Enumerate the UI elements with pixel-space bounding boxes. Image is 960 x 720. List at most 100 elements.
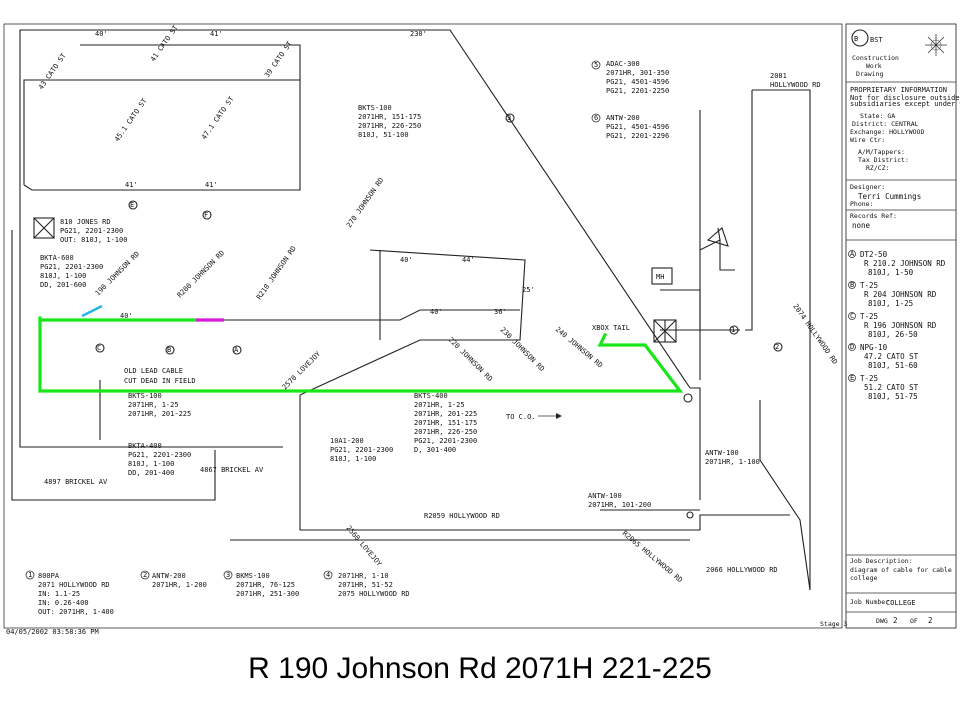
- svg-text:C: C: [97, 344, 101, 352]
- to-co-arrow: TO C.O.: [506, 413, 562, 421]
- svg-text:B: B: [167, 346, 171, 354]
- svg-text:2071HR, 151-175: 2071HR, 151-175: [414, 419, 477, 427]
- svg-text:Not for disclosure outside Bel: Not for disclosure outside BellSouth or …: [850, 94, 960, 102]
- svg-text:OUT: 810J, 1-100: OUT: 810J, 1-100: [60, 236, 127, 244]
- svg-text:BKTA-600: BKTA-600: [40, 254, 74, 262]
- svg-text:2: 2: [928, 616, 933, 625]
- svg-text:810J, 1-100: 810J, 1-100: [128, 460, 174, 468]
- obst-logo-icon: B BST: [851, 29, 883, 47]
- svg-text:40': 40': [430, 308, 443, 316]
- svg-text:PG21, 4501-4596: PG21, 4501-4596: [606, 123, 669, 131]
- cyan-segment: [81, 304, 103, 318]
- drawing-border: [3, 23, 843, 629]
- svg-text:none: none: [852, 221, 871, 230]
- svg-text:810J, 51-60: 810J, 51-60: [868, 361, 918, 370]
- label-antw100b: ANTW-100 2071HR, 101-200: [588, 492, 651, 509]
- svg-text:OF: OF: [910, 617, 918, 625]
- legend-right-c: C T-25 R 196 JOHNSON RD 810J, 26-50: [848, 312, 937, 339]
- svg-text:Drawing: Drawing: [856, 70, 883, 78]
- svg-text:BKTS-100: BKTS-100: [128, 392, 162, 400]
- svg-text:Stage 3: Stage 3: [820, 620, 847, 628]
- svg-text:1: 1: [731, 326, 735, 334]
- svg-text:ANTW-100: ANTW-100: [705, 449, 739, 457]
- svg-text:2071HR, 201-225: 2071HR, 201-225: [414, 410, 477, 418]
- svg-text:25': 25': [522, 286, 535, 294]
- svg-text:PG21, 4501-4596: PG21, 4501-4596: [606, 78, 669, 86]
- label-r2059: R2059 HOLLYWOOD RD: [424, 512, 500, 520]
- svg-text:BKTA-400: BKTA-400: [128, 442, 162, 450]
- svg-text:PG21, 2201-2300: PG21, 2201-2300: [128, 451, 191, 459]
- svg-text:47.1 CATO ST: 47.1 CATO ST: [200, 94, 236, 141]
- label-bkts400: BKTS-400 2071HR, 1-25 2071HR, 201-225 20…: [414, 392, 477, 454]
- svg-text:Designer:: Designer:: [850, 183, 885, 191]
- svg-text:C: C: [850, 312, 854, 320]
- svg-text:41 CATO ST: 41 CATO ST: [149, 23, 180, 63]
- svg-text:R200 JOHNSON RD: R200 JOHNSON RD: [176, 249, 226, 299]
- legend-right-e: E T-25 51.2 CATO ST 810J, 51-75: [848, 374, 919, 401]
- svg-text:BKTS-100: BKTS-100: [358, 104, 392, 112]
- svg-text:PG21, 2201-2300: PG21, 2201-2300: [330, 446, 393, 454]
- manhole-icon: MH: [651, 227, 729, 285]
- label-ioai: 10A1-200 PG21, 2201-2300 810J, 1-100: [330, 437, 393, 463]
- svg-text:DT2-50: DT2-50: [860, 250, 888, 259]
- svg-text:T-25: T-25: [860, 374, 878, 383]
- svg-text:810J, 51-75: 810J, 51-75: [868, 392, 918, 401]
- svg-text:44': 44': [462, 256, 475, 264]
- svg-text:Exchange: HOLLYWOOD: Exchange: HOLLYWOOD: [850, 128, 924, 136]
- svg-text:PG21, 2201-2296: PG21, 2201-2296: [606, 132, 669, 140]
- svg-text:36': 36': [494, 308, 507, 316]
- svg-text:D: D: [850, 343, 854, 351]
- svg-text:DD, 201-400: DD, 201-400: [128, 469, 174, 477]
- svg-text:240 JOHNSON RD: 240 JOHNSON RD: [554, 325, 604, 369]
- cable-lines: [11, 29, 811, 591]
- svg-text:2071HR, 1-25: 2071HR, 1-25: [414, 401, 465, 409]
- svg-text:2: 2: [893, 616, 898, 625]
- svg-text:B: B: [854, 35, 858, 43]
- svg-text:2074 HOLLYWOOD RD: 2074 HOLLYWOOD RD: [791, 303, 839, 366]
- svg-text:40': 40': [400, 256, 413, 264]
- sun-icon: [925, 34, 947, 56]
- svg-text:2: 2: [143, 571, 147, 579]
- svg-text:2071HR, 251-300: 2071HR, 251-300: [236, 590, 299, 598]
- svg-text:4: 4: [326, 571, 330, 579]
- svg-text:BKMS-100: BKMS-100: [236, 572, 270, 580]
- svg-text:3: 3: [226, 571, 230, 579]
- svg-text:810J, 1-25: 810J, 1-25: [868, 299, 913, 308]
- label-2066: 2066 HOLLYWOOD RD: [706, 566, 778, 574]
- label-antw100: ANTW-100 2071HR, 1-100: [705, 449, 760, 466]
- svg-text:subsidiaries except under writ: subsidiaries except under written agreem…: [850, 100, 960, 108]
- label-antw-top: 6 ANTW-200 PG21, 4501-4596 PG21, 2201-22…: [591, 113, 669, 140]
- svg-text:40': 40': [120, 312, 133, 320]
- svg-text:OUT: 2071HR, 1-400: OUT: 2071HR, 1-400: [38, 608, 114, 616]
- svg-text:R2065 HOLLYWOOD RD: R2065 HOLLYWOOD RD: [621, 529, 684, 584]
- svg-text:220 JOHNSON RD: 220 JOHNSON RD: [447, 336, 494, 383]
- svg-text:PG21, 2201-2300: PG21, 2201-2300: [60, 227, 123, 235]
- svg-text:A/M/Tappers:: A/M/Tappers:: [858, 148, 905, 156]
- svg-text:6: 6: [594, 114, 598, 122]
- svg-text:ANTW-200: ANTW-200: [606, 114, 640, 122]
- svg-text:2071HR, 151-175: 2071HR, 151-175: [358, 113, 421, 121]
- label-bkts100-top: BKTS-100 2071HR, 151-175 2071HR, 226-250…: [358, 104, 421, 139]
- svg-text:51.2 CATO ST: 51.2 CATO ST: [864, 383, 919, 392]
- svg-text:810J, 51-100: 810J, 51-100: [358, 131, 409, 139]
- svg-text:43 CATO ST: 43 CATO ST: [37, 51, 68, 91]
- svg-text:ADAC-300: ADAC-300: [606, 60, 640, 68]
- label-brickel-4867: 4867 BRICKEL AV: [200, 466, 264, 474]
- svg-text:41': 41': [210, 30, 223, 38]
- svg-text:45.1 CATO ST: 45.1 CATO ST: [113, 96, 149, 143]
- svg-text:2071HR, 76-125: 2071HR, 76-125: [236, 581, 295, 589]
- svg-text:PG21, 2201-2300: PG21, 2201-2300: [414, 437, 477, 445]
- svg-text:810J, 1-100: 810J, 1-100: [40, 272, 86, 280]
- svg-text:CUT DEAD IN FIELD: CUT DEAD IN FIELD: [124, 377, 196, 385]
- svg-text:A: A: [234, 346, 239, 354]
- svg-text:F: F: [204, 211, 208, 219]
- svg-text:COLLEGE: COLLEGE: [886, 599, 916, 607]
- svg-text:T-25: T-25: [860, 281, 878, 290]
- svg-text:RZ/CZ:: RZ/CZ:: [866, 164, 889, 172]
- svg-text:B: B: [850, 281, 854, 289]
- legend-right-d: D NPG-10 47.2 CATO ST 810J, 51-60: [848, 343, 919, 370]
- svg-text:D, 301-400: D, 301-400: [414, 446, 456, 454]
- svg-text:HOLLYWOOD RD: HOLLYWOOD RD: [770, 81, 821, 89]
- svg-text:2071HR, 226-250: 2071HR, 226-250: [414, 428, 477, 436]
- svg-text:R210 JOHNSON RD: R210 JOHNSON RD: [255, 245, 298, 301]
